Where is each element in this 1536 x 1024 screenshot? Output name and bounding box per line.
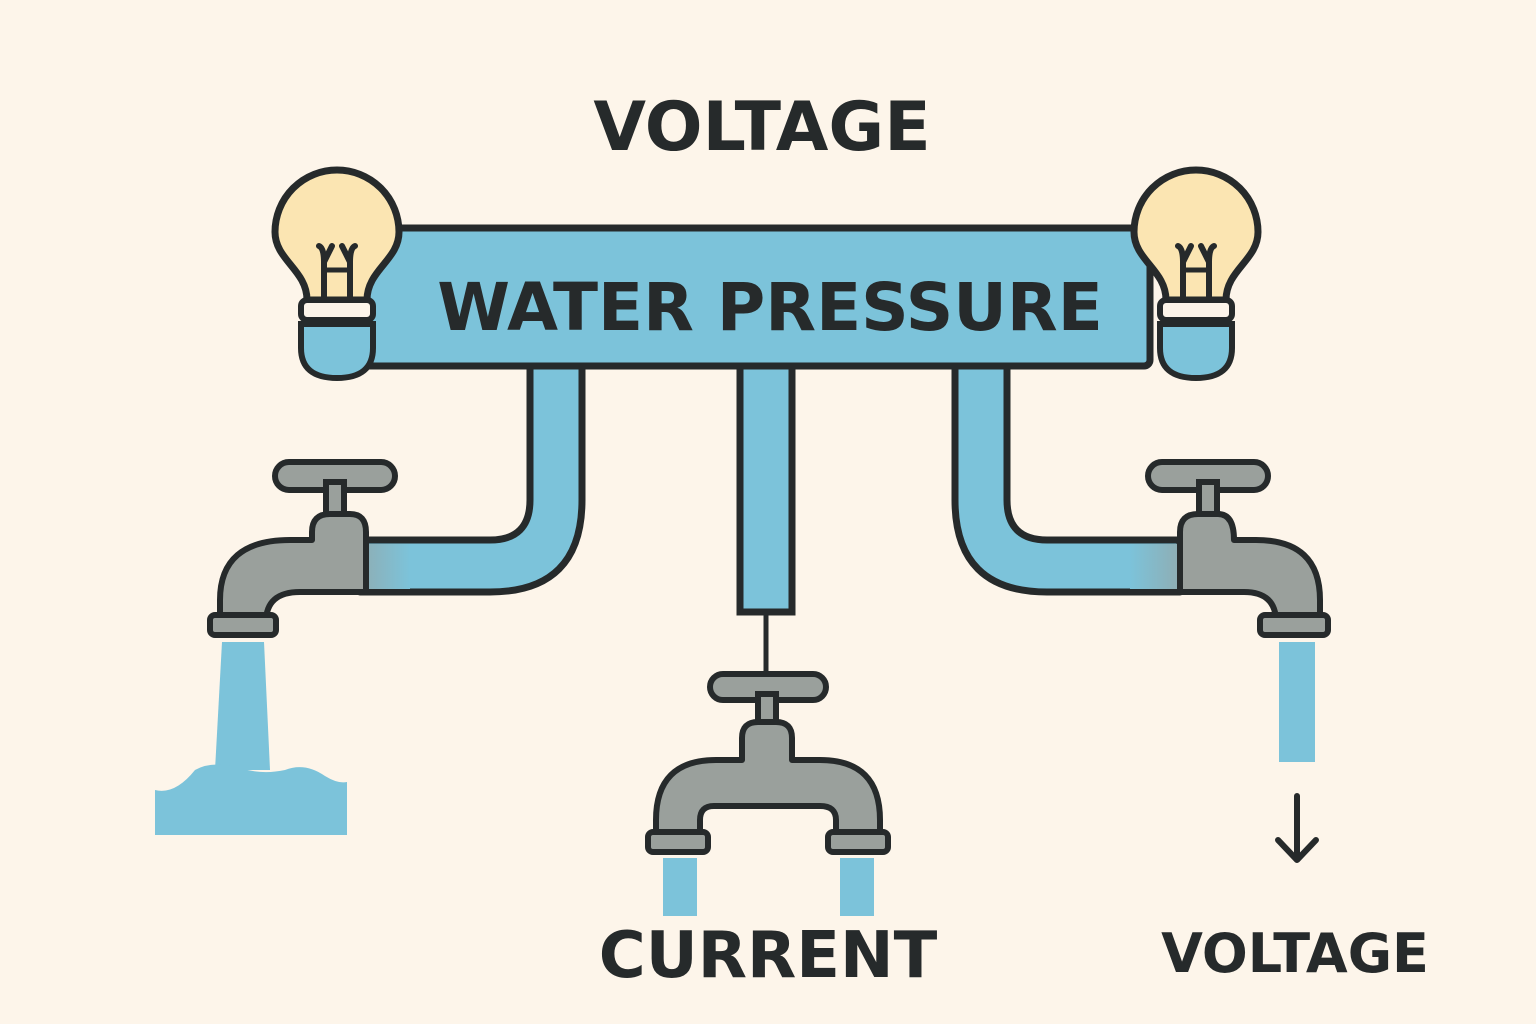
light-bulb-icon: [271, 166, 403, 382]
light-bulb-icon: [1130, 166, 1262, 382]
middle-pipe: [736, 336, 796, 672]
down-arrow-icon: [1275, 793, 1319, 863]
faucet-icon: [645, 671, 891, 855]
top-voltage-label: VOLTAGE: [593, 88, 930, 167]
faucet-icon: [207, 459, 398, 638]
right-water-stream: [1279, 642, 1315, 762]
left-water-stream: [155, 642, 347, 835]
water-pressure-label: WATER PRESSURE: [437, 269, 1103, 346]
faucet-icon: [1145, 459, 1331, 638]
bottom-voltage-label: VOLTAGE: [1161, 922, 1429, 985]
center-water-stream-left: [663, 858, 697, 916]
current-label: CURRENT: [599, 919, 938, 993]
water-pressure-pipe: WATER PRESSURE: [356, 224, 1154, 370]
center-water-stream-right: [840, 858, 874, 916]
